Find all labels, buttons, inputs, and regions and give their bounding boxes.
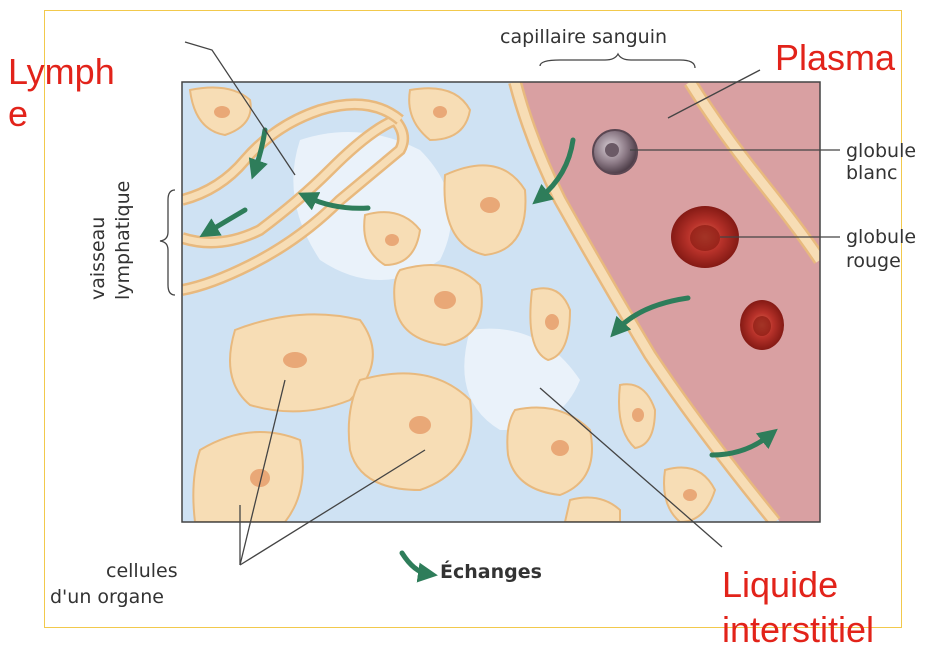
- lymph-vessel-label-line1: vaisseau: [87, 217, 109, 300]
- red-blood-cell-label-line1: globule: [846, 226, 916, 248]
- legend-arrow: [402, 553, 428, 574]
- liquide-annotation-line2: interstitiel: [722, 610, 874, 650]
- exchanges-legend-label: Échanges: [440, 561, 542, 583]
- capillary-label: capillaire sanguin: [500, 26, 667, 48]
- lymph-vessel-label-line2: lymphatique: [112, 181, 134, 300]
- capillary-brace: [540, 54, 695, 68]
- lymphe-annotation-line1: Lymph: [8, 52, 115, 92]
- plasma-annotation: Plasma: [775, 38, 895, 78]
- white-blood-cell-label-line1: globule: [846, 140, 916, 162]
- cell: [193, 432, 303, 522]
- lymph-brace: [160, 190, 175, 295]
- red-blood-cell-label-line2: rouge: [846, 250, 901, 272]
- white-blood-cell-label-line2: blanc: [846, 162, 897, 184]
- organ-cells-label-line1: cellules: [106, 560, 178, 582]
- lymphe-annotation-line2: e: [8, 94, 28, 134]
- organ-cells-label-line2: d'un organe: [50, 586, 164, 608]
- liquide-annotation-line1: Liquide: [722, 565, 838, 605]
- lymph-vessel-label: vaisseau lymphatique: [72, 180, 162, 300]
